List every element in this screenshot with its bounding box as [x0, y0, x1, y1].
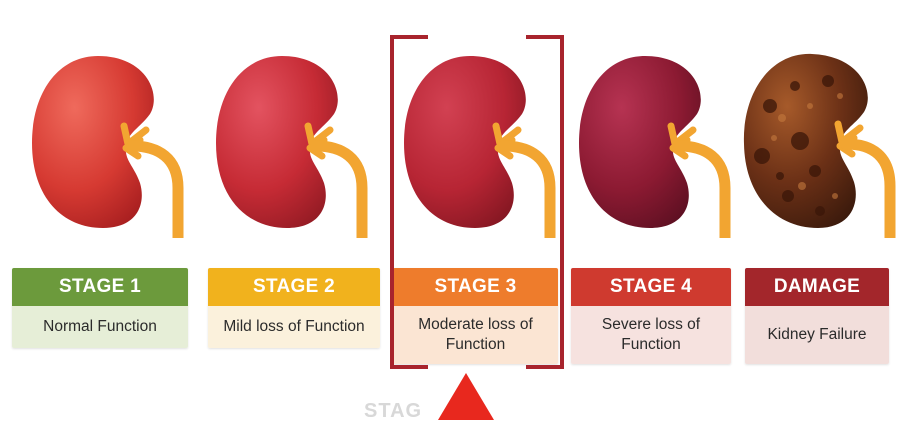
stage-description: Severe loss of Function	[571, 306, 731, 364]
stage-card-1: STAGE 1 Normal Function	[12, 268, 188, 348]
stage-title: STAGE 4	[571, 268, 731, 306]
stage-description: Moderate loss of Function	[393, 306, 558, 364]
stage-description: Normal Function	[12, 306, 188, 348]
stage-card-3: STAGE 3 Moderate loss of Function	[393, 268, 558, 364]
stage-title: STAGE 3	[393, 268, 558, 306]
partial-stage-label: STAG	[364, 400, 423, 422]
stage-card-damage: DAMAGE Kidney Failure	[745, 268, 889, 364]
stage-title: STAGE 1	[12, 268, 188, 306]
kidney-icon-stage-1	[32, 56, 184, 238]
stage-title: DAMAGE	[745, 268, 889, 306]
stage-description: Kidney Failure	[745, 306, 889, 364]
pointer-arrow-icon	[438, 373, 494, 420]
kidney-icon-stage-2	[216, 56, 368, 238]
kidney-icon-damaged	[743, 53, 896, 238]
stage-description: Mild loss of Function	[208, 306, 380, 348]
kidney-icon-stage-3	[404, 56, 556, 238]
stage-card-4: STAGE 4 Severe loss of Function	[571, 268, 731, 364]
kidney-icon-stage-4	[579, 56, 731, 238]
highlight-bracket	[390, 35, 564, 369]
stage-card-2: STAGE 2 Mild loss of Function	[208, 268, 380, 348]
stage-title: STAGE 2	[208, 268, 380, 306]
